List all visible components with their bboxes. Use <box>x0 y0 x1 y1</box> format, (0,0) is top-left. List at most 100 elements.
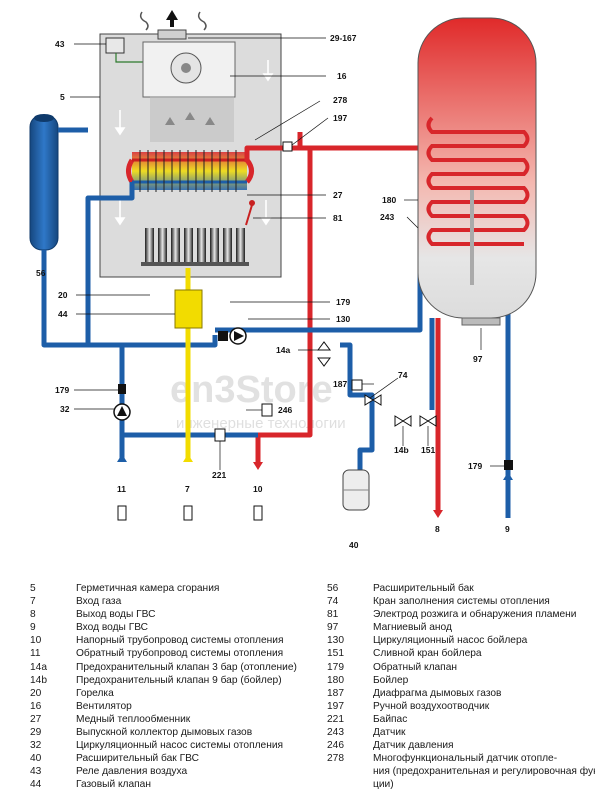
legend-row: 187 Диафрагма дымовых газов <box>327 687 595 700</box>
legend-text: Реле давления воздуха <box>76 766 188 778</box>
callout-7: 7 <box>185 484 190 494</box>
boiler-circulation-pump <box>218 327 247 345</box>
callout-179-top: 179 <box>336 297 350 307</box>
legend-number: 246 <box>327 740 344 752</box>
safety-valve-9bar-icon <box>394 415 412 427</box>
flue-arrow-icon <box>166 10 178 27</box>
legend-row: 130 Циркуляционный насос бойлера <box>327 634 595 647</box>
legend-text: Вход газа <box>76 596 122 608</box>
legend-number: 278 <box>327 753 344 765</box>
legend-number: 10 <box>30 635 42 647</box>
legend-row: 97 Магниевый анод <box>327 621 595 634</box>
callout-179-left: 179 <box>55 385 69 395</box>
legend-number: 14b <box>30 674 47 686</box>
callout-187: 187 <box>333 379 347 389</box>
heating-circulation-pump <box>113 384 131 421</box>
legend-text: Расширительный бак <box>373 583 474 594</box>
legend-text: Газовый клапан <box>76 779 151 791</box>
callout-151: 151 <box>421 445 435 455</box>
legend-number: 130 <box>327 635 344 647</box>
legend-row: ции) <box>327 778 595 791</box>
callout-14a: 14a <box>276 345 290 355</box>
legend-number: 43 <box>30 766 42 778</box>
legend-text: Обратный трубопровод системы отопления <box>76 648 284 660</box>
legend-number: 179 <box>327 661 344 673</box>
safety-valve-3bar-icon <box>317 341 331 367</box>
filling-tap-icon <box>364 394 382 406</box>
legend-text: Байпас <box>373 713 408 725</box>
legend-number: 44 <box>30 779 42 791</box>
legend-number: 56 <box>327 583 339 594</box>
callout-16: 16 <box>337 71 347 81</box>
legend-text: Расширительный бак ГВС <box>76 753 199 765</box>
legend-row: 7 Вход газа <box>30 595 320 608</box>
legend-text: Бойлер <box>373 674 409 686</box>
legend-number <box>327 778 373 791</box>
legend-text: Многофункциональный датчик отопле- <box>373 753 558 765</box>
legend-row: 278 Многофункциональный датчик отопле- <box>327 752 595 765</box>
check-valve-icon <box>118 384 126 394</box>
legend-text: Предохранительный клапан 9 бар (бойлер) <box>76 674 282 686</box>
magnesium-anode <box>470 190 474 285</box>
legend-number: 29 <box>30 727 42 739</box>
legend-number: 14a <box>30 661 47 673</box>
gas-valve <box>174 289 203 329</box>
legend-number: 151 <box>327 648 344 660</box>
pressure-sensor <box>261 403 273 417</box>
legend-number: 16 <box>30 700 42 712</box>
legend-number: 11 <box>30 648 41 660</box>
valves-group <box>282 141 437 427</box>
legend-number <box>327 765 373 778</box>
air-pressure-switch <box>105 37 125 54</box>
legend-number: 187 <box>327 687 344 699</box>
callout-97: 97 <box>473 354 483 364</box>
legend-text: Предохранительный клапан 3 бар (отоплени… <box>76 661 297 673</box>
callout-11: 11 <box>117 484 126 494</box>
callout-8: 8 <box>435 524 440 534</box>
legend-number: 7 <box>30 596 36 608</box>
legend-number: 81 <box>327 609 339 621</box>
legend-number: 20 <box>30 687 42 699</box>
callout-5: 5 <box>60 92 65 102</box>
callout-179-right: 179 <box>468 461 482 471</box>
legend-text: ния (предохранительная и регулировочная … <box>373 766 595 778</box>
legend-row: 43 Реле давления воздуха <box>30 765 320 778</box>
legend-number: 243 <box>327 727 344 739</box>
callout-130: 130 <box>336 314 350 324</box>
callout-81: 81 <box>333 213 343 223</box>
callout-221: 221 <box>212 470 226 480</box>
connection-arrows <box>117 454 513 521</box>
legend-number: 8 <box>30 609 36 621</box>
legend-text: Циркуляционный насос бойлера <box>373 635 528 647</box>
legend-text: Кран заполнения системы отопления <box>373 596 550 608</box>
expansion-vessel <box>29 114 59 251</box>
legend-text: Циркуляционный насос системы отопления <box>76 740 284 752</box>
legend-row: 11 Обратный трубопровод системы отопления <box>30 647 320 660</box>
legend-text: Горелка <box>76 687 114 699</box>
legend-text: Ручной воздухоотводчик <box>373 700 490 712</box>
legend-number: 97 <box>327 622 339 634</box>
legend-text: Медный теплообменник <box>76 713 191 725</box>
callout-246: 246 <box>278 405 292 415</box>
callout-14b: 14b <box>394 445 409 455</box>
legend-text: Магниевый анод <box>373 622 452 634</box>
legend-text: Диафрагма дымовых газов <box>373 687 502 699</box>
callout-197-air-vent: 197 <box>333 113 347 123</box>
legend-text: ции) <box>373 779 394 791</box>
callout-29-167: 29-167 <box>330 33 357 43</box>
legend-row: 14b Предохранительный клапан 9 бар (бойле… <box>30 674 320 687</box>
legend-text: Выпускной коллектор дымовых газов <box>76 727 253 739</box>
heating-diagram: en3Store инженерные технологии <box>29 10 537 550</box>
legend-text: Электрод розжига и обнаружения пламени <box>373 609 577 621</box>
